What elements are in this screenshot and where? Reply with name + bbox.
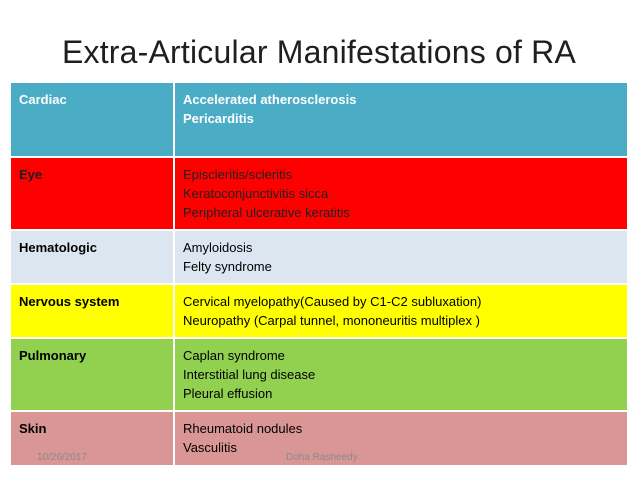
items-cell: Amyloidosis Felty syndrome xyxy=(173,229,629,285)
list-item: Felty syndrome xyxy=(183,259,272,274)
list-item: Keratoconjunctivitis sicca xyxy=(183,186,329,201)
category-cell: Skin xyxy=(9,410,175,467)
table-row: Pulmonary Caplan syndrome Interstitial l… xyxy=(9,337,629,412)
list-item: Amyloidosis xyxy=(183,240,253,255)
list-item: Neuropathy (Carpal tunnel, mononeuritis … xyxy=(183,313,480,328)
list-item: Cervical myelopathy(Caused by C1-C2 subl… xyxy=(183,294,482,309)
list-item: Rheumatoid nodules xyxy=(183,421,303,436)
list-item: Peripheral ulcerative keratitis xyxy=(183,205,350,220)
list-item: Accelerated atherosclerosis xyxy=(183,92,357,107)
footer-author: Doha Rasheedy xyxy=(286,452,358,463)
manifestations-table: Cardiac Accelerated atherosclerosis Peri… xyxy=(9,81,629,467)
category-cell: Hematologic xyxy=(9,229,175,285)
footer-date: 10/26/2017 xyxy=(37,452,88,463)
category-cell: Nervous system xyxy=(9,283,175,339)
table-row: Eye Episcleritis/scleritis Keratoconjunc… xyxy=(9,156,629,231)
list-item: Interstitial lung disease xyxy=(183,367,316,382)
items-cell: Caplan syndrome Interstitial lung diseas… xyxy=(173,337,629,412)
category-cell: Cardiac xyxy=(9,81,175,158)
items-cell: Episcleritis/scleritis Keratoconjunctivi… xyxy=(173,156,629,231)
list-item: Pleural effusion xyxy=(183,386,273,401)
items-cell: Rheumatoid nodules Vasculitis xyxy=(173,410,629,467)
category-cell: Eye xyxy=(9,156,175,231)
list-item: Pericarditis xyxy=(183,111,254,126)
list-item: Vasculitis xyxy=(183,440,237,455)
table-row: Cardiac Accelerated atherosclerosis Peri… xyxy=(9,81,629,158)
category-cell: Pulmonary xyxy=(9,337,175,412)
list-item: Caplan syndrome xyxy=(183,348,285,363)
table-row: Nervous system Cervical myelopathy(Cause… xyxy=(9,283,629,339)
slide-title: Extra-Articular Manifestations of RA xyxy=(61,34,577,70)
items-cell: Cervical myelopathy(Caused by C1-C2 subl… xyxy=(173,283,629,339)
list-item: Episcleritis/scleritis xyxy=(183,167,293,182)
table-row: Hematologic Amyloidosis Felty syndrome xyxy=(9,229,629,285)
items-cell: Accelerated atherosclerosis Pericarditis xyxy=(173,81,629,158)
table-row: Skin Rheumatoid nodules Vasculitis xyxy=(9,410,629,467)
